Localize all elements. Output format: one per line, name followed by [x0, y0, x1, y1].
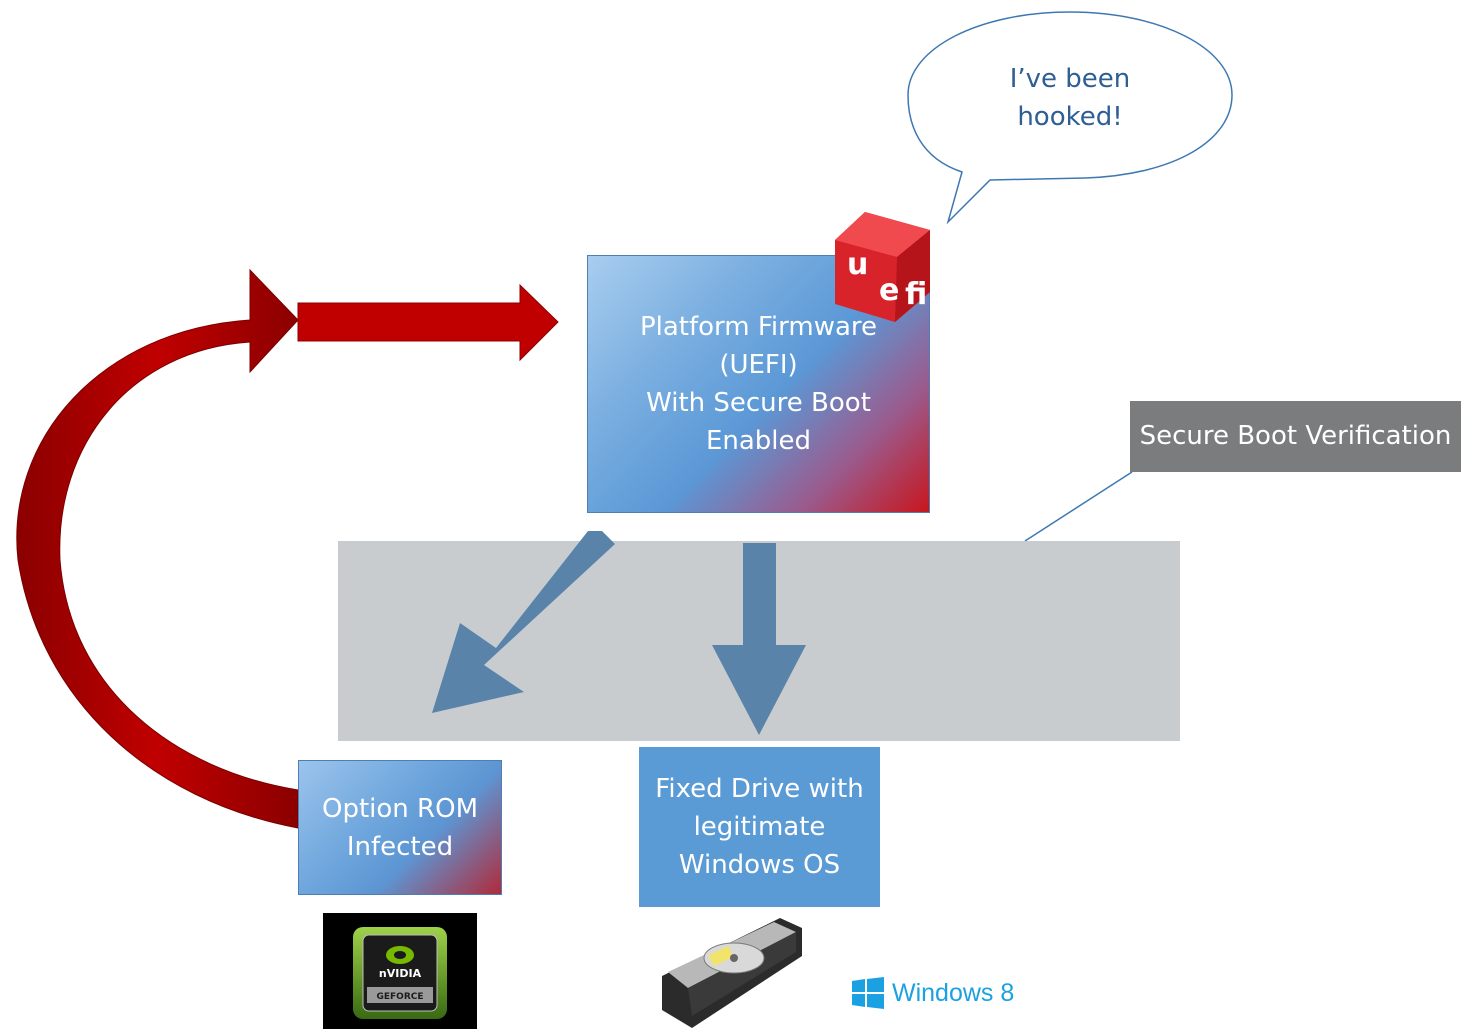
windows-8-logo: Windows 8 — [852, 975, 1014, 1011]
option-rom-line: Infected — [346, 831, 454, 862]
fixed-drive-line: Windows OS — [678, 850, 841, 880]
windows-icon — [852, 977, 884, 1009]
firmware-line: With Secure Boot — [646, 388, 871, 418]
fixed-drive-box: Fixed Drive with legitimate Windows OS — [639, 747, 880, 907]
fixed-drive-line: Fixed Drive with — [655, 774, 864, 804]
secure-boot-verification-label: Secure Boot Verification — [1130, 401, 1461, 472]
fixed-drive-line: legitimate — [693, 812, 826, 842]
firmware-line: (UEFI) — [719, 350, 798, 380]
speech-bubble — [907, 11, 1233, 225]
verification-arrow-fixed-drive — [712, 543, 806, 735]
windows-8-label: Windows 8 — [892, 978, 1015, 1007]
verification-arrow-option-rom — [432, 531, 615, 713]
platform-firmware-box: Platform Firmware (UEFI) With Secure Boo… — [587, 255, 930, 513]
option-rom-line: Option ROM — [322, 793, 478, 824]
firmware-line: Enabled — [705, 426, 812, 456]
svg-text:GEFORCE: GEFORCE — [376, 992, 423, 1002]
firmware-line: Platform Firmware — [639, 312, 878, 342]
speech-bubble-text: I’ve been hooked! — [975, 60, 1165, 136]
attack-curve-arrow — [16, 268, 299, 829]
option-rom-box: Option ROM Infected — [298, 760, 502, 895]
nvidia-geforce-logo: nVIDIA GEFORCE — [323, 913, 477, 1029]
callout-line — [1024, 471, 1133, 542]
speech-bubble-line: hooked! — [1017, 102, 1123, 132]
speech-bubble-line: I’ve been — [1009, 64, 1131, 94]
attack-straight-arrow — [297, 283, 559, 362]
svg-text:nVIDIA: nVIDIA — [379, 967, 422, 980]
gpu-badge-icon: nVIDIA GEFORCE — [353, 927, 447, 1019]
